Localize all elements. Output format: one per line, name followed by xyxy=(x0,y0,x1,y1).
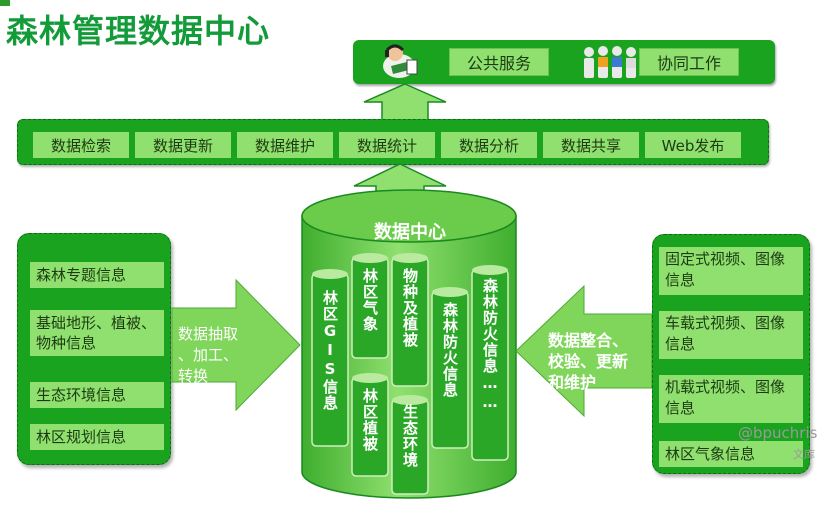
right-item-weather: 林区气象信息 xyxy=(659,441,803,467)
func-analysis-button[interactable]: 数据分析 xyxy=(441,132,537,158)
func-update-button[interactable]: 数据更新 xyxy=(135,132,231,158)
left-arrow-label: 数据抽取 、加工、 转换 xyxy=(178,325,239,385)
people-group-icon xyxy=(584,46,636,78)
function-bar: 数据检索 数据更新 数据维护 数据统计 数据分析 数据共享 Web发布 xyxy=(17,119,769,165)
right-item-vehicle-video: 车载式视频、图像信息 xyxy=(659,311,803,359)
tube-vegetation xyxy=(351,373,389,477)
watermark-sub: 文库 xyxy=(793,448,815,461)
tube-ecology-label: 生态环境 xyxy=(401,404,419,468)
left-arrow-integrate xyxy=(515,284,653,418)
func-share-button[interactable]: 数据共享 xyxy=(543,132,639,158)
right-arrow-label: 数据整合、 校验、更新 和维护 xyxy=(548,331,629,392)
page-title: 森林管理数据中心 xyxy=(6,12,271,50)
tube-ecology xyxy=(391,395,429,495)
service-public-label[interactable]: 公共服务 xyxy=(449,48,549,76)
left-item-terrain-species: 基础地形、植被、物种信息 xyxy=(30,310,164,356)
service-bar: 公共服务 协同工作 xyxy=(353,40,775,84)
tube-species xyxy=(391,253,429,387)
tube-species-label: 物种及植被 xyxy=(401,268,419,348)
tube-fire-a xyxy=(431,287,469,449)
tube-gis-label: 林区GIS信息 xyxy=(321,290,339,411)
func-web-publish-button[interactable]: Web发布 xyxy=(645,132,741,158)
watermark-text: @bpuchris xyxy=(738,424,818,442)
right-item-fixed-video: 固定式视频、图像信息 xyxy=(659,247,803,295)
tube-weather-label: 林区气象 xyxy=(361,268,379,332)
left-item-forest-topic: 森林专题信息 xyxy=(30,262,164,288)
func-maintain-button[interactable]: 数据维护 xyxy=(237,132,333,158)
func-search-button[interactable]: 数据检索 xyxy=(33,132,129,158)
right-arrow-extract xyxy=(171,278,301,412)
tube-fire-b xyxy=(471,265,509,461)
tube-gis xyxy=(311,269,349,447)
up-arrow-to-services xyxy=(363,83,447,122)
tube-fire-a-label: 森林防火信息 xyxy=(441,302,459,398)
func-statistics-button[interactable]: 数据统计 xyxy=(339,132,435,158)
left-item-ecology: 生态环境信息 xyxy=(30,382,164,408)
right-item-airborne-video: 机载式视频、图像信息 xyxy=(659,375,803,423)
center-title: 数据中心 xyxy=(374,222,446,243)
right-source-panel: 固定式视频、图像信息 车载式视频、图像信息 机载式视频、图像信息 林区气象信息 xyxy=(652,234,810,474)
corner-accent xyxy=(0,0,10,6)
tube-fire-b-label: 森林防火信息…… xyxy=(481,278,499,412)
tube-vegetation-label: 林区植被 xyxy=(361,388,379,452)
left-source-panel: 森林专题信息 基础地形、植被、物种信息 生态环境信息 林区规划信息 xyxy=(17,233,171,465)
service-collab-label[interactable]: 协同工作 xyxy=(639,48,739,76)
left-item-planning: 林区规划信息 xyxy=(30,424,164,450)
support-agent-icon xyxy=(383,44,418,78)
tube-weather xyxy=(351,253,389,359)
